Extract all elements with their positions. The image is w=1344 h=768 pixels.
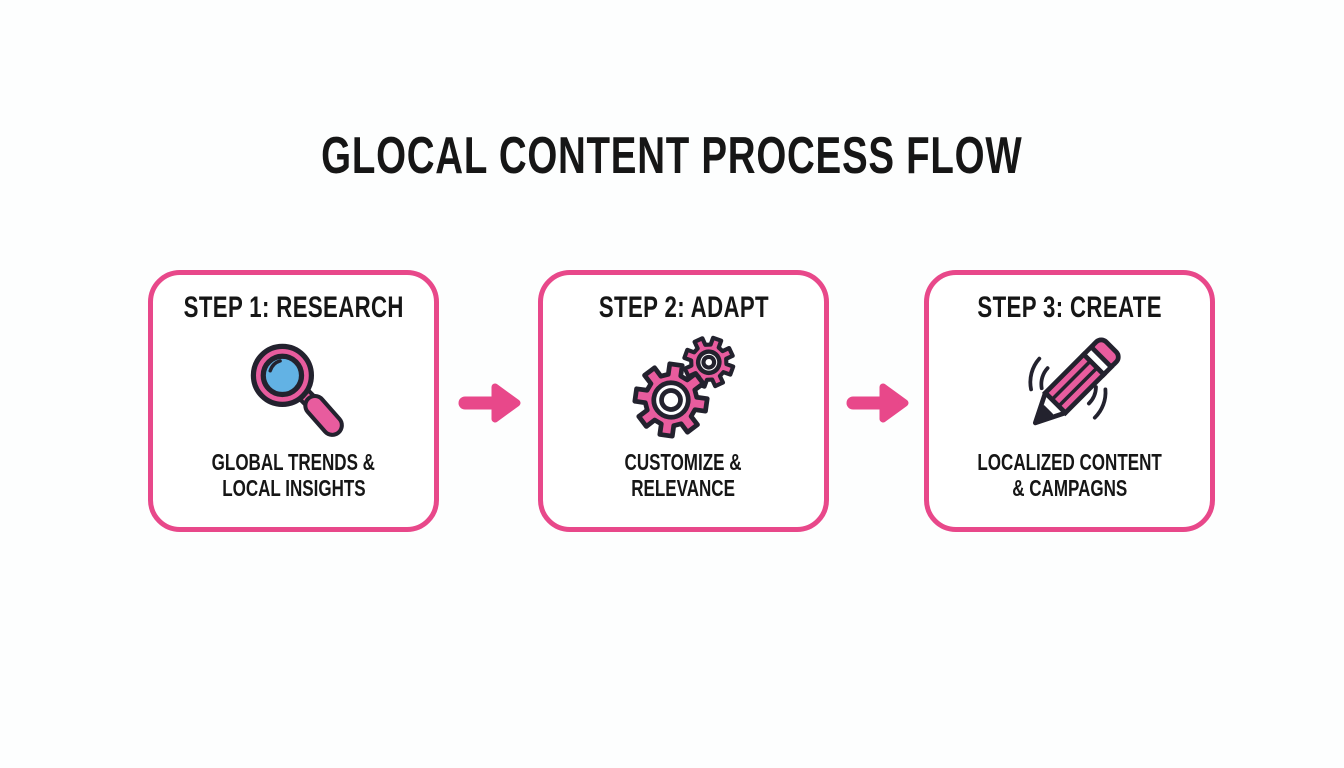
- flow-arrow-icon: [458, 383, 521, 423]
- step-label-line1: CUSTOMIZE &: [625, 449, 742, 475]
- step-header: STEP 2: ADAPT: [569, 291, 799, 325]
- page-title-text: GLOCAL CONTENT PROCESS FLOW: [321, 127, 1023, 185]
- step-header: STEP 1: RESEARCH: [145, 291, 443, 325]
- step-label-line2: LOCAL INSIGHTS: [221, 475, 366, 501]
- step-label-line1: GLOBAL TRENDS &: [211, 449, 376, 475]
- step-header-text: STEP 3: CREATE: [977, 291, 1162, 324]
- step-box-create: STEP 3: CREATE LOCALIZED CONTENT & CAMPA…: [924, 270, 1215, 532]
- icon-wrap: [551, 325, 816, 449]
- step-label-line2: & CAMPAGNS: [1011, 475, 1128, 501]
- step-box-adapt: STEP 2: ADAPT CUSTOMIZE & RELEVANCE: [538, 270, 829, 532]
- magnifier-icon: [250, 343, 344, 437]
- step-label: CUSTOMIZE & RELEVANCE: [604, 449, 762, 501]
- step-header-text: STEP 2: ADAPT: [598, 291, 769, 324]
- icon-wrap: [937, 325, 1202, 449]
- step-header-text: STEP 1: RESEARCH: [183, 291, 404, 324]
- step-label: GLOBAL TRENDS & LOCAL INSIGHTS: [183, 449, 404, 501]
- pencil-icon: [1028, 337, 1121, 426]
- gears-icon: [631, 335, 735, 439]
- step-box-research: STEP 1: RESEARCH GLOBAL TRENDS & LOCAL I…: [148, 270, 439, 532]
- step-label-line1: LOCALIZED CONTENT: [977, 449, 1162, 475]
- step-label-line2: RELEVANCE: [631, 475, 736, 501]
- page-title: GLOCAL CONTENT PROCESS FLOW: [0, 126, 1344, 186]
- step-label: LOCALIZED CONTENT & CAMPAGNS: [945, 449, 1194, 501]
- flow-arrow-icon: [846, 383, 909, 423]
- icon-wrap: [161, 325, 426, 449]
- step-header: STEP 3: CREATE: [945, 291, 1194, 325]
